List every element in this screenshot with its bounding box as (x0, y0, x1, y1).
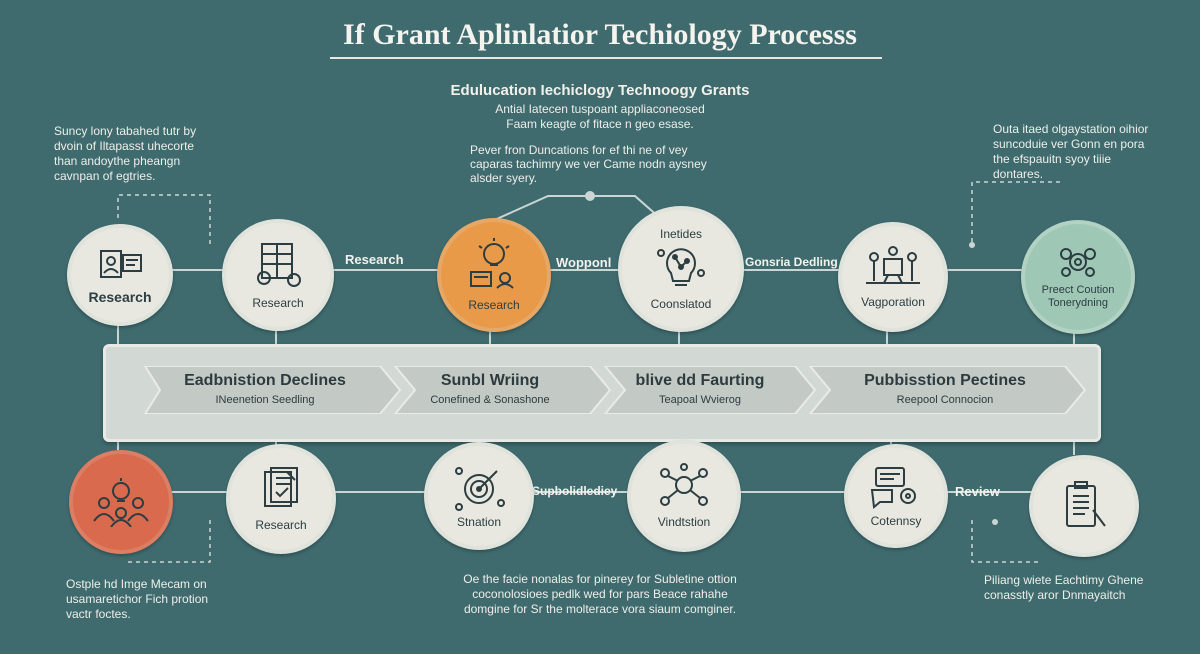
node-label: Research (255, 518, 307, 532)
note-line: vactr foctes. (66, 607, 131, 621)
team-bulb-icon (93, 478, 149, 527)
node-label: Research (88, 289, 152, 305)
edge-label: Gonsria Dedling (745, 255, 838, 269)
note-bottom-left: Ostple hd Imge Mecam on usamaretichor Fi… (66, 577, 246, 622)
note-line: conasstly aror Dnmayaitch (984, 588, 1126, 602)
node-label: Research (252, 296, 304, 310)
edge-label: Research (345, 252, 404, 267)
note-line: dvoin of Iltapasst uhecorte (54, 139, 195, 153)
stage-4[interactable]: Pubbisstion Pectines Reepool Connocion (830, 366, 1060, 412)
note-line: Oe the facie nonalas for pinerey for Sub… (463, 572, 737, 586)
stage-title: Pubbisstion Pectines (864, 372, 1026, 389)
clipboard-icon (1066, 481, 1106, 527)
note-top-right: Outa itaed olgaystation oihior suncoduie… (993, 122, 1173, 182)
note-line: Outa itaed olgaystation oihior (993, 122, 1149, 136)
center-desc-line: caparas tachimry we ver Came nodn aysney (470, 157, 707, 171)
stage-subtitle: Teapoal Wvierog (659, 394, 741, 406)
subtitle-description: Antial Iatecen tuspoant appliaconeosed F… (420, 102, 780, 132)
monitor-person-icon (100, 250, 142, 278)
edge-label: Supbolidlediey (532, 484, 618, 498)
document-check-icon (264, 467, 298, 507)
node-label: Preect Coution Tonerydning (1041, 284, 1115, 309)
note-bottom-right: Piliang wiete Eachtimy Ghene conasstly a… (984, 573, 1164, 603)
note-bottom-center: Oe the facie nonalas for pinerey for Sub… (400, 572, 800, 617)
note-line: Suncy lony tabahed tutr by (54, 124, 197, 138)
title-underline (330, 57, 882, 59)
stage-subtitle: Reepool Connocion (896, 394, 994, 406)
stage-title: Sunbl Wriing (440, 372, 540, 389)
subtitle-desc-line: Antial Iatecen tuspoant appliaconeosed (495, 102, 705, 116)
node-coonslatod[interactable]: Inetides Coonslatod (618, 206, 744, 332)
node-research-3[interactable]: Research (437, 218, 551, 332)
node-clipboard[interactable] (1029, 455, 1139, 557)
node-cotennsy[interactable]: Cotennsy (844, 444, 948, 548)
stage-2[interactable]: Sunbl Wriing Conefined & Sonashone (410, 366, 570, 412)
node-research-2[interactable]: Research (222, 219, 334, 331)
node-label: Stnation (456, 515, 502, 529)
node-research-bottom[interactable]: Research (226, 444, 336, 554)
note-line: than andoythe pheangn (54, 154, 181, 168)
node-label: Vagporation (861, 295, 925, 309)
node-vagporation[interactable]: Vagporation (838, 222, 948, 332)
node-label: Research (468, 298, 520, 312)
node-research-1[interactable]: Research (67, 224, 173, 326)
note-line: suncoduie ver Gonn en pora (993, 137, 1145, 151)
edge-label: Wopponl (556, 255, 612, 270)
lightbulb-icon (470, 238, 514, 289)
section-subtitle: Edulucation Iechiclogy Technoogy Grants (450, 82, 750, 99)
stage-1[interactable]: Eadbnistion Declines INeenetion Seedling (160, 366, 370, 412)
note-top-left: Suncy lony tabahed tutr by dvoin of Ilta… (54, 124, 224, 184)
stage-subtitle: INeenetion Seedling (215, 394, 315, 406)
meeting-icon (866, 246, 920, 284)
grid-people-icon (257, 243, 301, 287)
brain-bulb-icon (657, 248, 705, 286)
edge-label: Review (955, 484, 1000, 499)
note-line: Ostple hd Imge Mecam on (66, 577, 207, 591)
center-desc-line: alsder syery. (470, 171, 538, 185)
note-line: domgine for Sr the molterace vora siaum … (463, 602, 737, 616)
note-line: usamaretichor Fich protion (66, 592, 209, 606)
node-team-idea[interactable] (69, 450, 173, 554)
center-desc-line: Pever fron Duncations for ef thi ne of v… (470, 143, 688, 157)
node-vindtstion[interactable]: Vindtstion (627, 440, 741, 552)
note-line: the efspauitn syoy tiiie (993, 152, 1112, 166)
stage-title: Eadbnistion Declines (184, 372, 346, 389)
stage-title: blive dd Faurting (635, 372, 765, 389)
chat-gear-icon (870, 467, 916, 509)
network-people-icon (660, 463, 708, 506)
note-line: cavnpan of egtries. (54, 169, 156, 183)
stage-subtitle: Conefined & Sonashone (430, 394, 550, 406)
page-title: If Grant Aplinlatior Techiology Processs (343, 18, 857, 51)
stage-3[interactable]: blive dd Faurting Teapoal Wvierog (610, 366, 790, 412)
node-label: Vindtstion (657, 515, 711, 529)
node-stnation[interactable]: Stnation (424, 442, 534, 550)
note-line: coconolosioes pedlk wed for pars Beace r… (472, 587, 728, 601)
subtitle-desc-line: Faam keagte of fitace n geo esase. (506, 117, 694, 131)
note-line: Piliang wiete Eachtimy Ghene (984, 573, 1144, 587)
gear-cluster-icon (1060, 248, 1096, 277)
node-label: Cotennsy (870, 514, 922, 528)
stage-chevrons (143, 366, 1087, 414)
center-description: Pever fron Duncations for ef thi ne of v… (470, 143, 750, 185)
node-project-coution[interactable]: Preect Coution Tonerydning (1021, 220, 1135, 334)
target-icon (455, 467, 505, 511)
node-top-label: Inetides (659, 227, 703, 241)
note-line: dontares. (993, 167, 1044, 181)
node-label: Coonslatod (650, 297, 712, 311)
